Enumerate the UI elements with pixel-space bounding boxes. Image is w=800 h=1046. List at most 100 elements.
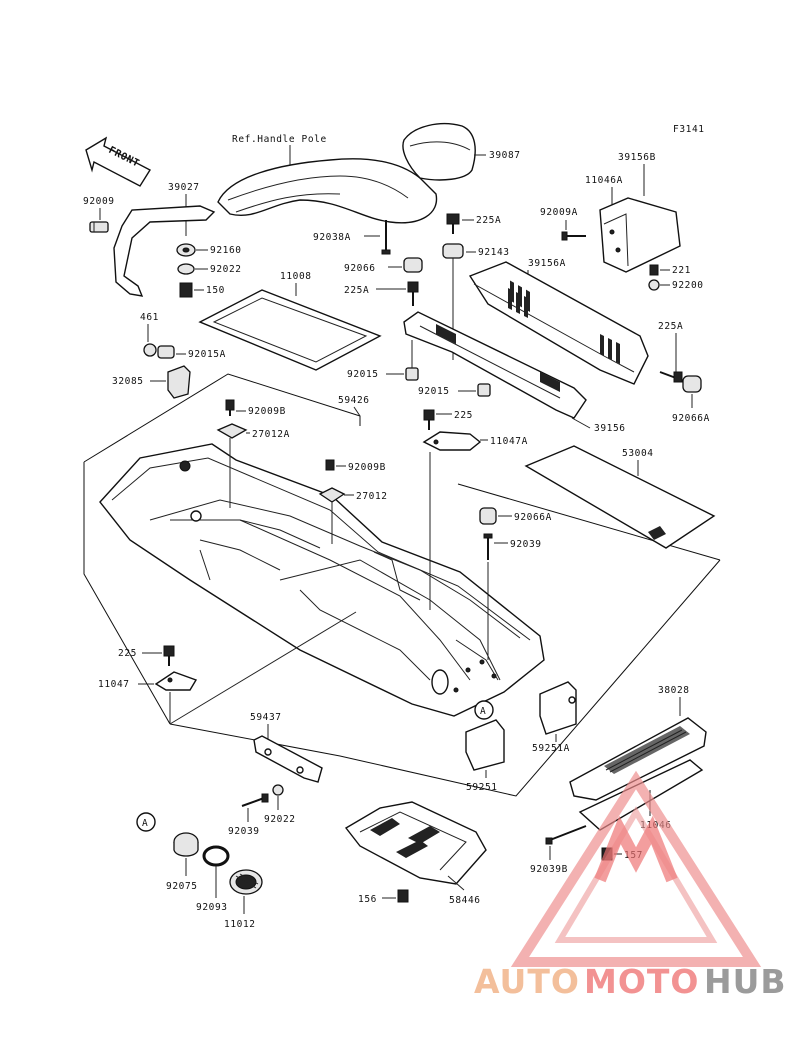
label-39156a: 39156A <box>528 258 566 269</box>
grommet-92066a-2 <box>479 507 497 525</box>
watermark-hub: HUB <box>704 962 787 1001</box>
label-39087: 39087 <box>489 150 521 161</box>
label-11008: 11008 <box>280 271 312 282</box>
nut-92015a <box>157 345 175 359</box>
screw-92009b-2 <box>325 459 335 471</box>
screw-92009a <box>561 231 586 241</box>
label-39027: 39027 <box>168 182 200 193</box>
bolt-225-c <box>163 645 175 666</box>
label-225-c: 225 <box>118 648 137 659</box>
front-arrow-icon: FRONT <box>85 136 151 187</box>
ring-92093 <box>202 845 230 867</box>
grommet-92066 <box>403 257 423 273</box>
label-225-b: 225 <box>454 410 473 421</box>
rail-59437 <box>253 735 323 783</box>
stud-92039a <box>483 533 493 560</box>
nut-92015-b <box>477 383 491 397</box>
label-11046a: 11046A <box>585 175 623 186</box>
label-59426: 59426 <box>338 395 370 406</box>
bracket-39156b <box>599 197 681 273</box>
label-92009b-2: 92009B <box>348 462 386 473</box>
plug-11012 <box>229 869 263 895</box>
label-92039b: 92039B <box>530 864 568 875</box>
block-59251 <box>465 719 505 771</box>
label-58446: 58446 <box>449 895 481 906</box>
label-92015: 92015 <box>347 369 379 380</box>
label-59251a: 59251A <box>532 743 570 754</box>
bolt-92009 <box>89 221 109 233</box>
label-92066: 92066 <box>344 263 376 274</box>
label-92066a: 92066A <box>672 413 710 424</box>
washer-92022 <box>272 784 284 796</box>
label-225a-3: 225A <box>658 321 683 332</box>
stud-92039b <box>545 825 587 845</box>
grommet-92066a <box>682 375 702 393</box>
label-53004: 53004 <box>622 448 654 459</box>
label-156: 156 <box>358 894 377 905</box>
step-38028 <box>569 717 707 801</box>
callout-a-drain: A <box>136 812 156 832</box>
label-461: 461 <box>140 312 159 323</box>
label-38028: 38028 <box>658 685 690 696</box>
nut-92015 <box>405 367 419 381</box>
grab-handle-39027 <box>113 205 216 297</box>
bolt-225a-2 <box>446 213 460 234</box>
screw-92009b <box>225 399 235 416</box>
label-59251: 59251 <box>466 782 498 793</box>
bolt-225a-3 <box>659 371 683 383</box>
label-92015-b: 92015 <box>418 386 450 397</box>
callout-a-hull-letter: A <box>480 706 486 717</box>
label-225a-2: 225A <box>476 215 501 226</box>
storage-tray-39156 <box>403 311 587 419</box>
label-32085: 32085 <box>112 376 144 387</box>
storage-box-39156a <box>468 261 649 385</box>
nut-461 <box>143 343 157 357</box>
bolt-92039 <box>241 793 269 807</box>
cap-92075 <box>173 832 199 857</box>
clip-27012a <box>216 423 248 439</box>
pad-11008 <box>198 289 382 371</box>
clip-27012 <box>318 487 346 503</box>
label-221: 221 <box>672 265 691 276</box>
skid-plate-58446 <box>344 801 487 885</box>
lid-53004 <box>524 445 716 549</box>
washer-92200 <box>648 279 660 291</box>
diagram-code: F3141 <box>673 124 705 135</box>
nut-150 <box>179 282 193 298</box>
label-92066a-2: 92066A <box>514 512 552 523</box>
label-225a-1: 225A <box>344 285 369 296</box>
plate-11047a <box>422 431 482 451</box>
bolt-221 <box>649 264 659 276</box>
washer-92022a <box>177 263 195 275</box>
ref-handle-pole-label: Ref.Handle Pole <box>232 134 327 145</box>
label-27012: 27012 <box>356 491 388 502</box>
label-92143: 92143 <box>478 247 510 258</box>
watermark-logo: AUTO MOTO HUB <box>474 770 787 1001</box>
label-39156b: 39156B <box>618 152 656 163</box>
label-92039: 92039 <box>228 826 260 837</box>
hull-59426 <box>99 443 545 717</box>
handle-pole-shape <box>217 158 438 224</box>
label-92009b: 92009B <box>248 406 286 417</box>
label-11047: 11047 <box>98 679 130 690</box>
stud-92038a <box>381 220 391 255</box>
watermark-auto: AUTO <box>474 962 580 1001</box>
label-92038a: 92038A <box>313 232 351 243</box>
label-150: 150 <box>206 285 225 296</box>
label-92200: 92200 <box>672 280 704 291</box>
label-92075: 92075 <box>166 881 198 892</box>
label-11012: 11012 <box>224 919 256 930</box>
callout-a-drain-letter: A <box>142 818 148 829</box>
label-39156: 39156 <box>594 423 626 434</box>
label-92022a: 92022 <box>210 264 242 275</box>
label-92039a: 92039 <box>510 539 542 550</box>
block-59251a <box>539 681 577 735</box>
label-92015a: 92015A <box>188 349 226 360</box>
plate-11047 <box>154 671 198 691</box>
seat-cushion-39087 <box>402 123 476 181</box>
washer-92160 <box>176 243 196 257</box>
bolt-225-b <box>423 409 435 430</box>
label-92009a: 92009A <box>540 207 578 218</box>
grommet-92143 <box>442 243 464 259</box>
